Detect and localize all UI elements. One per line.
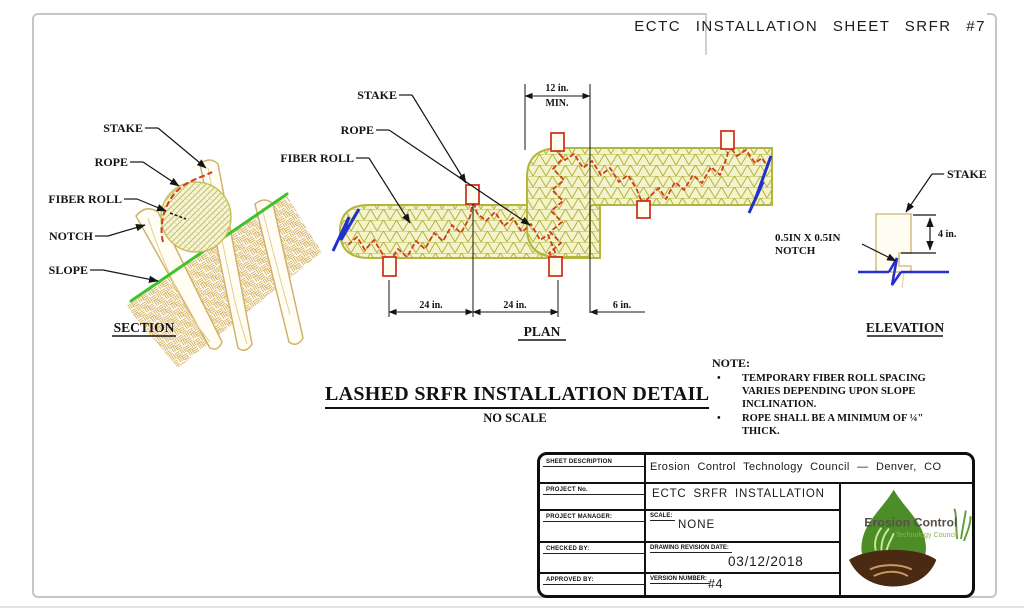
sheet-border-frame xyxy=(32,13,997,598)
plan-caption: PLAN xyxy=(524,324,561,339)
label-project-manager: PROJECT MANAGER: xyxy=(543,512,645,522)
plan-fiber-roll-label: FIBER ROLL xyxy=(280,151,354,165)
elevation-notch-label-2: NOTCH xyxy=(775,245,816,257)
drawing-title-block: LASHED SRFR INSTALLATION DETAIL NO SCALE xyxy=(325,383,710,426)
elevation-dimension xyxy=(901,214,936,254)
elevation-notch-label-1: 0.5IN X 0.5IN xyxy=(775,232,840,244)
logo-text-line1: Erosion Control xyxy=(864,516,957,530)
grid-line xyxy=(839,482,841,595)
dim-12in: 12 in. xyxy=(545,83,569,94)
grid-line xyxy=(540,572,839,574)
notes: NOTE: • TEMPORARY FIBER ROLL SPACING VAR… xyxy=(712,356,946,439)
logo-grass-blades xyxy=(874,527,895,553)
grid-line xyxy=(644,455,646,595)
notes-heading: NOTE: xyxy=(712,356,751,370)
project-no-value: ECTC SRFR INSTALLATION xyxy=(652,488,825,500)
label-checked-by: CHECKED BY: xyxy=(543,544,645,554)
dim-24in-right: 24 in. xyxy=(503,300,527,311)
dim-24in-left: 24 in. xyxy=(419,300,443,311)
section-view: STAKE ROPE FIBER ROLL NOTCH SLOPE SECTIO… xyxy=(48,121,322,368)
grid-line xyxy=(540,541,839,543)
bullet-icon: • xyxy=(717,413,721,425)
field-version-number: VERSION NUMBER: xyxy=(650,575,711,584)
section-leaders xyxy=(90,127,207,283)
logo-soil-hand xyxy=(849,549,937,587)
page-bottom-edge xyxy=(0,606,1024,608)
section-caption: SECTION xyxy=(114,320,175,335)
plan-view: 12 in. MIN. 24 in. 24 in. 6 in. STAKE RO… xyxy=(280,83,773,341)
section-slope-label: SLOPE xyxy=(49,263,88,277)
logo-cell: Erosion Control Technology Council xyxy=(841,484,972,595)
sheet-description-value: Erosion Control Technology Council — Den… xyxy=(650,461,942,473)
label-project-no: PROJECT No. xyxy=(543,485,645,495)
plan-stakes xyxy=(382,130,735,277)
rope-section xyxy=(160,171,213,243)
logo-hand-fingers xyxy=(869,564,913,577)
elevation-leaders xyxy=(861,173,944,262)
elevation-view: 4 in. STAKE 0.5IN X 0.5IN NOTCH ELEVATIO… xyxy=(775,167,987,337)
logo-text-line2: Technology Council xyxy=(896,531,958,539)
section-notch-label: NOTCH xyxy=(49,229,94,243)
header-notch xyxy=(707,11,987,17)
label-sheet-description: SHEET DESCRIPTION xyxy=(543,457,645,467)
fiber-roll-section xyxy=(160,181,232,253)
dim-4in: 4 in. xyxy=(938,229,957,240)
logo-grass-tuft xyxy=(953,508,972,542)
label-approved-by: APPROVED BY: xyxy=(543,575,645,585)
section-stake-label: STAKE xyxy=(103,121,143,135)
plan-rope-label: ROPE xyxy=(341,123,374,137)
version-number-value: #4 xyxy=(708,577,723,591)
rope-plan xyxy=(347,145,769,263)
ground-line xyxy=(858,257,949,286)
erosion-control-logo: Erosion Control Technology Council xyxy=(849,489,972,587)
scale-value: NONE xyxy=(678,519,716,531)
dim-6in: 6 in. xyxy=(613,300,632,311)
sheet-title-header: ECTC INSTALLATION SHEET SRFR #7 xyxy=(634,18,986,35)
plan-dimensions xyxy=(388,84,645,317)
elevation-stake-label: STAKE xyxy=(947,167,987,181)
section-fiber-roll-label: FIBER ROLL xyxy=(48,192,122,206)
dim-min: MIN. xyxy=(545,98,569,109)
drawing-title: LASHED SRFR INSTALLATION DETAIL xyxy=(325,383,710,409)
grid-line xyxy=(540,509,839,511)
wood-stakes xyxy=(135,159,304,351)
header-divider-line xyxy=(705,13,707,55)
elevation-caption: ELEVATION xyxy=(866,320,945,335)
note-item: • ROPE SHALL BE A MINIMUM OF ¼" THICK. xyxy=(712,413,946,439)
plan-stake-label: STAKE xyxy=(357,88,397,102)
title-block: SHEET DESCRIPTION PROJECT No. PROJECT MA… xyxy=(537,452,975,598)
revision-date-value: 03/12/2018 xyxy=(728,554,804,569)
bullet-icon: • xyxy=(717,373,721,384)
note-item: • TEMPORARY FIBER ROLL SPACING VARIES DE… xyxy=(712,373,946,411)
field-scale: SCALE: xyxy=(650,512,676,521)
plan-leaders xyxy=(356,94,531,226)
break-symbols xyxy=(331,155,773,252)
section-rope-label: ROPE xyxy=(95,155,128,169)
grid-line xyxy=(540,482,972,484)
drawing-scale: NO SCALE xyxy=(483,411,547,425)
field-revision-date: DRAWING REVISION DATE: xyxy=(650,544,732,553)
